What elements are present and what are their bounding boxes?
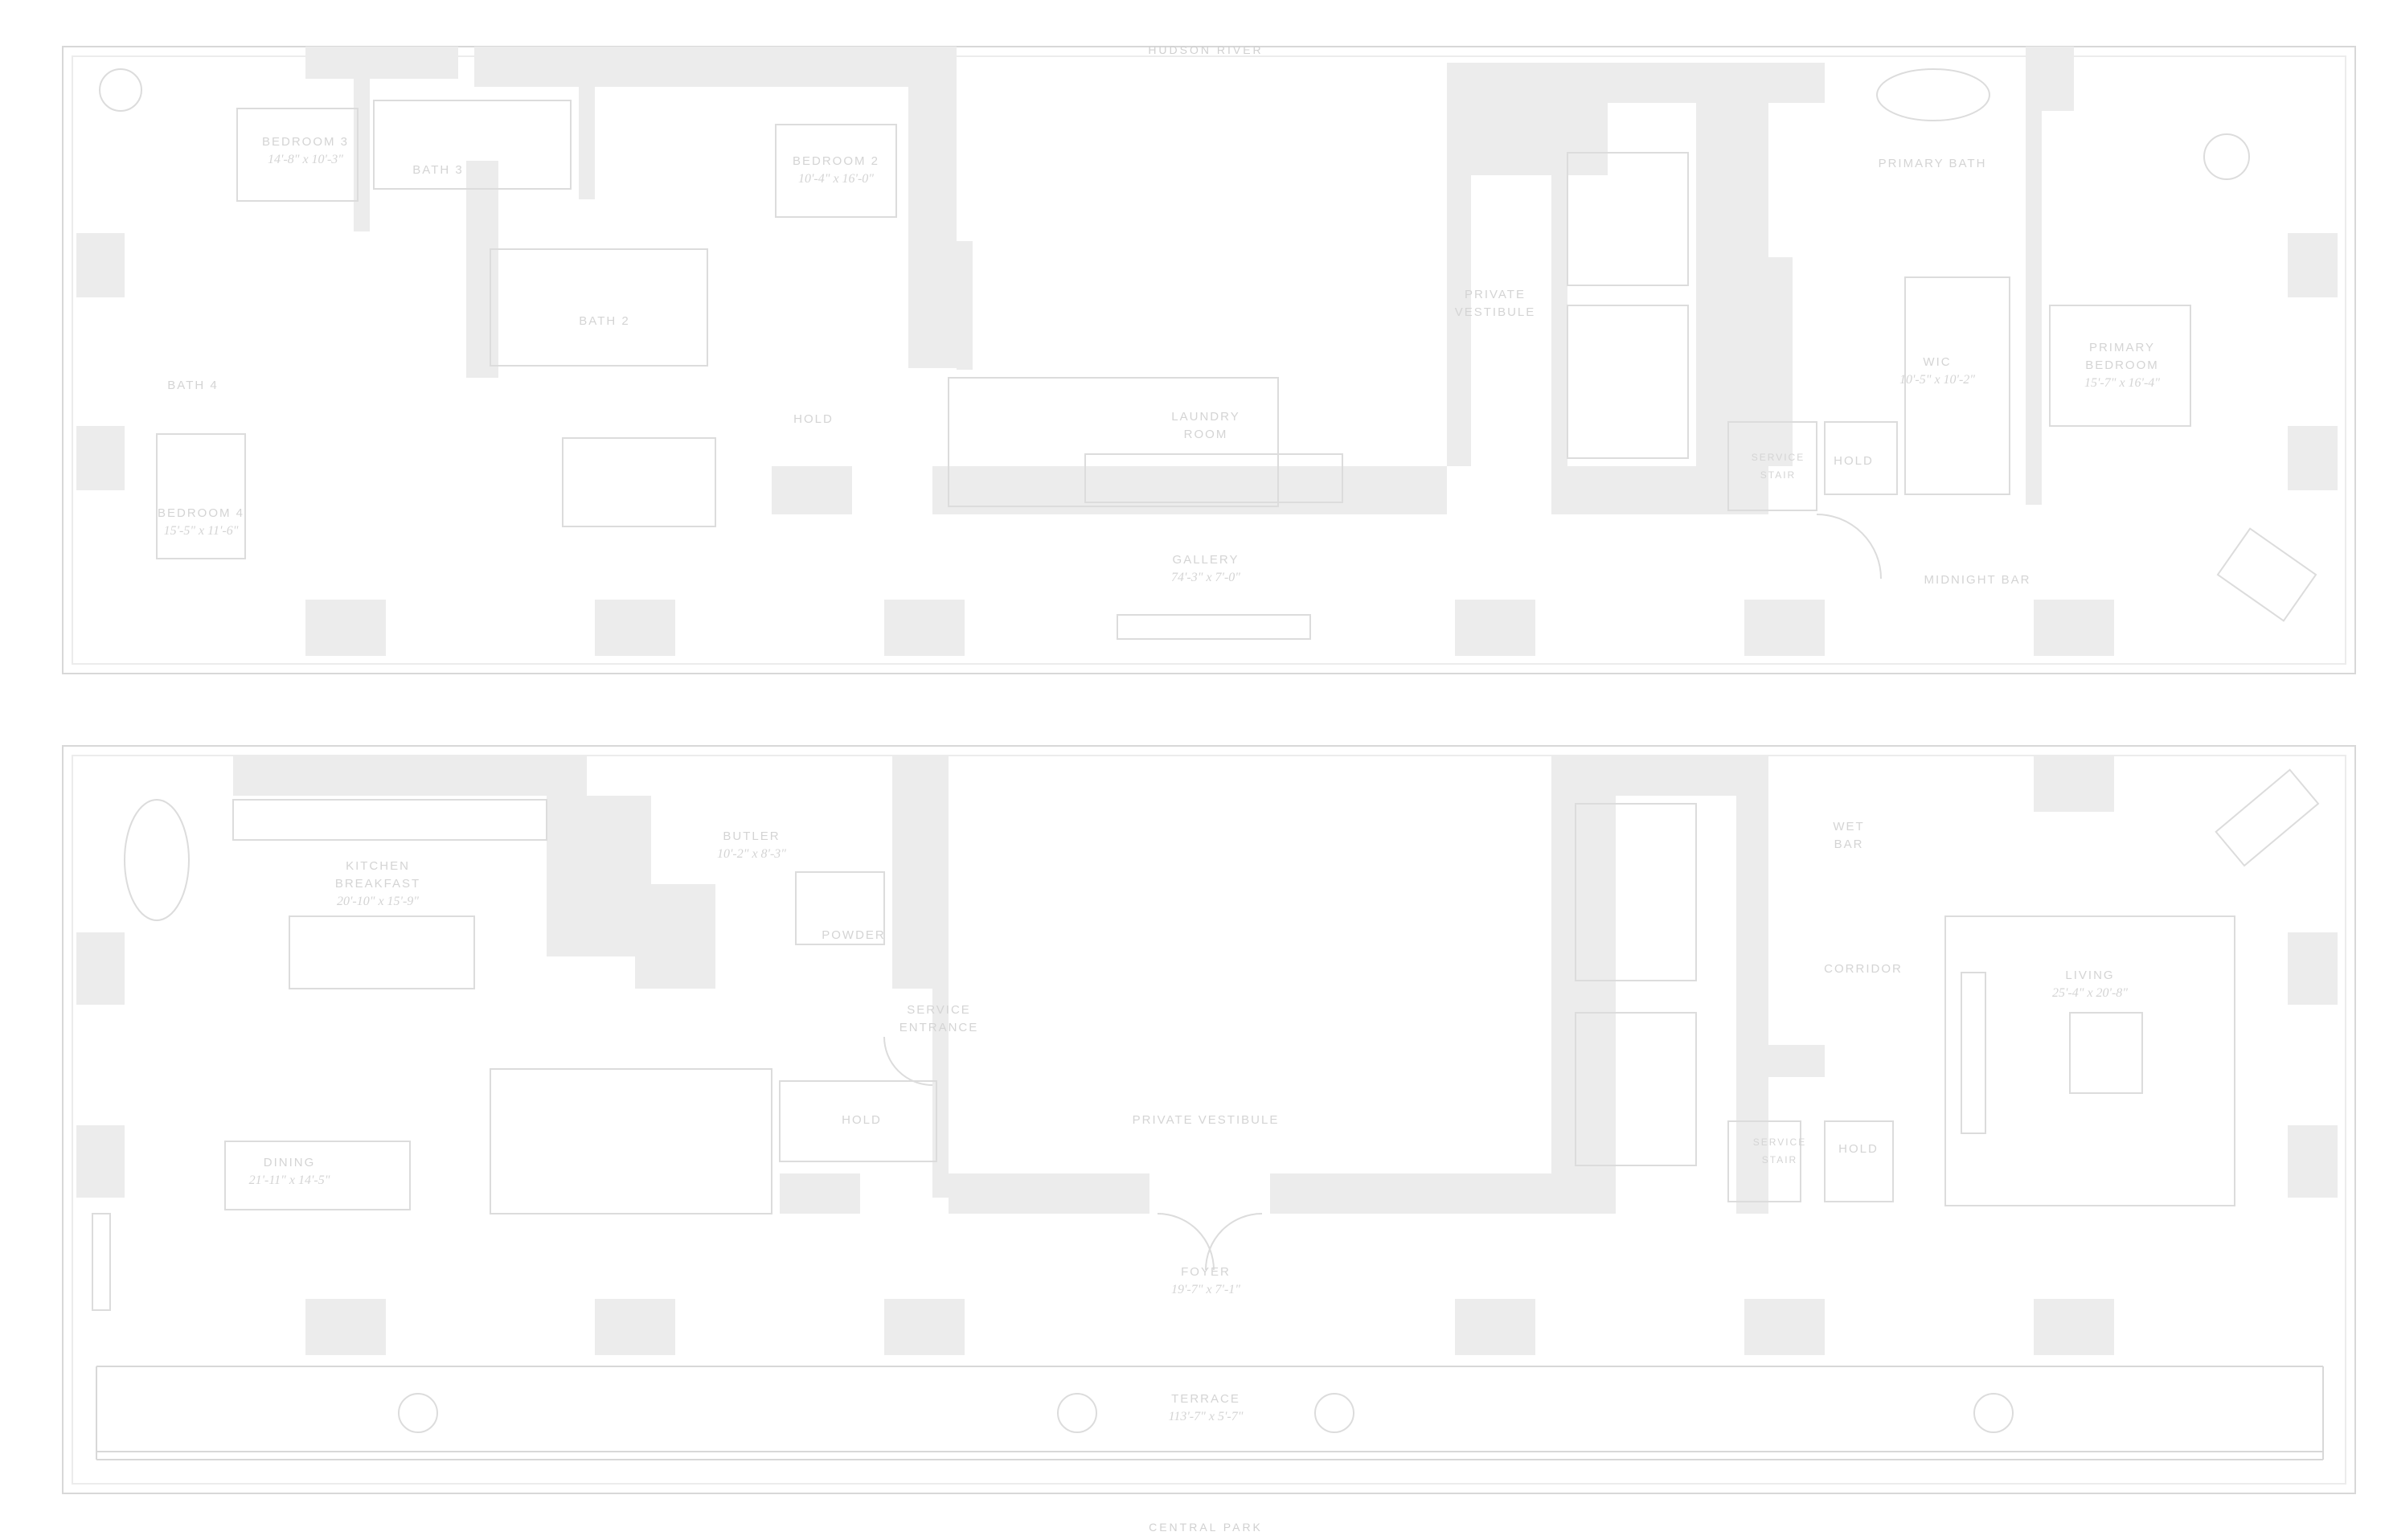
lower-floor-walls bbox=[76, 756, 2338, 1355]
room-primary-bath: PRIMARY BATH bbox=[1878, 157, 1987, 170]
room-powder: POWDER bbox=[822, 928, 886, 942]
lower-floor-outline bbox=[62, 745, 2356, 1494]
orientation-north-label: HUDSON RIVER bbox=[1148, 43, 1264, 56]
room-hold-upper-2: HOLD bbox=[1834, 454, 1874, 468]
room-corridor: CORRIDOR bbox=[1824, 962, 1903, 976]
room-hold-lower: HOLD bbox=[842, 1113, 882, 1127]
orientation-south-label: CENTRAL PARK bbox=[1149, 1521, 1263, 1534]
room-bath-2: BATH 2 bbox=[579, 314, 630, 328]
room-midnight-bar: MIDNIGHT BAR bbox=[1924, 573, 2031, 587]
room-hold-lower-2: HOLD bbox=[1838, 1142, 1879, 1156]
room-hold-upper: HOLD bbox=[793, 412, 834, 426]
room-bath-3: BATH 3 bbox=[412, 163, 464, 177]
room-private-vestibule-lower: PRIVATE VESTIBULE bbox=[1132, 1113, 1280, 1127]
upper-floor-outline bbox=[62, 46, 2356, 674]
room-bath-4: BATH 4 bbox=[167, 379, 219, 392]
